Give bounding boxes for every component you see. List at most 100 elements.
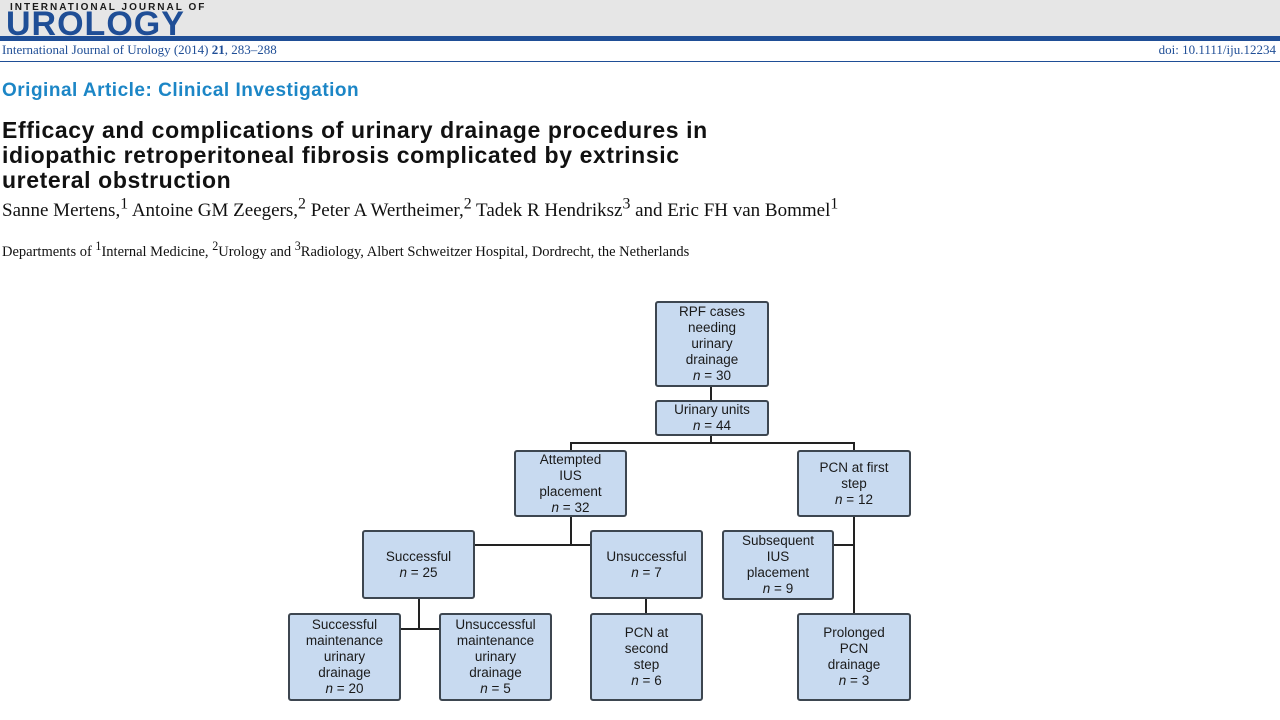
divider — [0, 61, 1280, 62]
n-value: 3 — [861, 673, 870, 688]
node-successful: Successful n = 25 — [362, 530, 475, 599]
n-symbol: n — [693, 368, 701, 383]
node-text: Urinary units — [674, 402, 750, 417]
n-value: 6 — [654, 673, 662, 688]
node-text: step — [633, 657, 660, 672]
author-name: Sanne Mertens, — [2, 200, 121, 222]
citation-pages: , 283–288 — [224, 42, 277, 57]
node-text: IUS — [559, 467, 582, 483]
author-name: Peter A Wertheimer, — [305, 200, 464, 222]
n-value: 44 — [715, 418, 731, 433]
author-affil-sup: 2 — [298, 196, 306, 213]
citation-journal: International Journal of Urology (2014) — [2, 42, 212, 57]
node-text: drainage — [469, 665, 522, 680]
node-subsequent-ius: Subsequent IUS placement n = 9 — [722, 530, 834, 600]
connector — [710, 435, 712, 443]
n-value: 5 — [503, 681, 511, 696]
node-text: step — [841, 475, 867, 491]
author: Antoine GM Zeegers,2 — [128, 196, 306, 222]
eq-sign: = — [487, 681, 504, 696]
node-text: needing — [687, 320, 737, 335]
node-urinary-units: Urinary units n = 44 — [655, 400, 769, 436]
node-text: Successful — [385, 548, 452, 564]
affiliations: Departments of 1Internal Medicine, 2Urol… — [2, 239, 689, 261]
n-value: 9 — [785, 581, 794, 596]
connector — [474, 544, 591, 546]
n-symbol: n — [838, 673, 847, 688]
citation: International Journal of Urology (2014) … — [2, 42, 277, 58]
node-count: n = 12 — [835, 492, 873, 508]
connector — [418, 598, 420, 629]
eq-sign: = — [842, 491, 858, 507]
node-pcn-second-step: PCN at second step n = 6 — [590, 613, 703, 701]
n-value: 20 — [348, 681, 364, 696]
n-symbol: n — [693, 418, 701, 433]
connector — [570, 442, 572, 451]
connector — [385, 628, 440, 630]
node-count: n = 7 — [631, 565, 661, 581]
node-text: drainage — [318, 665, 371, 680]
node-count: n = 9 — [763, 581, 793, 597]
n-symbol: n — [631, 564, 639, 580]
title-line: Efficacy and complications of urinary dr… — [2, 117, 708, 143]
n-symbol: n — [325, 681, 334, 696]
eq-sign: = — [407, 564, 423, 580]
eq-sign: = — [770, 581, 786, 596]
connector — [833, 544, 854, 546]
author: and Eric FH van Bommel1 — [630, 196, 838, 222]
connector — [853, 442, 855, 451]
affil-text: Departments of — [2, 243, 96, 260]
title-line: idiopathic retroperitoneal fibrosis comp… — [2, 142, 680, 168]
node-text: placement — [539, 483, 602, 499]
node-text: urinary — [691, 336, 733, 351]
author-list: Sanne Mertens,1 Antoine GM Zeegers,2 Pet… — [2, 195, 1102, 221]
citation-volume: 21 — [211, 42, 225, 57]
connector — [570, 516, 572, 545]
node-count: n = 6 — [631, 673, 661, 689]
affil-sup: 3 — [294, 239, 301, 253]
article-title: Efficacy and complications of urinary dr… — [2, 118, 1182, 193]
eq-sign: = — [846, 673, 862, 688]
node-successful-maintenance: Successful maintenance urinary drainage … — [288, 613, 401, 701]
node-text: PCN at first — [819, 459, 889, 475]
n-value: 12 — [857, 491, 873, 507]
connector — [645, 598, 647, 614]
node-attempted-ius: Attempted IUS placement n = 32 — [514, 450, 627, 517]
node-text: IUS — [766, 549, 790, 564]
author-affil-sup: 1 — [120, 196, 129, 213]
author-affil-sup: 3 — [622, 196, 631, 213]
affil-text: Radiology, Albert Schweitzer Hospital, D… — [300, 243, 690, 260]
eq-sign: = — [700, 418, 716, 433]
n-value: 25 — [422, 564, 438, 580]
n-value: 7 — [654, 564, 662, 580]
masthead-small-text: INTERNATIONAL JOURNAL OF — [10, 2, 207, 13]
node-text: PCN — [839, 641, 869, 656]
node-text: Unsuccessful — [606, 548, 687, 564]
node-text: urinary — [323, 649, 366, 664]
node-count: n = 5 — [480, 681, 510, 697]
node-text: urinary — [474, 649, 517, 664]
node-count: n = 20 — [326, 681, 364, 697]
node-text: Attempted — [539, 451, 602, 467]
author: Peter A Wertheimer,2 — [305, 196, 472, 222]
node-text: drainage — [827, 657, 881, 672]
connector — [853, 516, 855, 614]
node-text: RPF cases — [678, 304, 746, 319]
author-name: Antoine GM Zeegers, — [128, 200, 299, 222]
author: Tadek R Hendriksz3 — [472, 196, 630, 221]
affil-sup: 1 — [95, 239, 102, 253]
node-text: maintenance — [456, 633, 535, 648]
eq-sign: = — [638, 673, 655, 688]
eq-sign: = — [559, 499, 575, 515]
node-unsuccessful: Unsuccessful n = 7 — [590, 530, 703, 599]
affil-text: Internal Medicine, — [101, 243, 213, 260]
author-name: and Eric FH van Bommel — [630, 200, 831, 222]
node-text: Subsequent — [741, 533, 815, 548]
connector — [570, 442, 855, 444]
node-text: second — [624, 641, 669, 656]
article-section: Original Article: Clinical Investigation — [2, 80, 360, 101]
n-symbol: n — [551, 499, 560, 515]
node-count: n = 3 — [839, 673, 869, 689]
node-count: n = 30 — [693, 368, 731, 384]
node-count: n = 25 — [400, 565, 438, 581]
